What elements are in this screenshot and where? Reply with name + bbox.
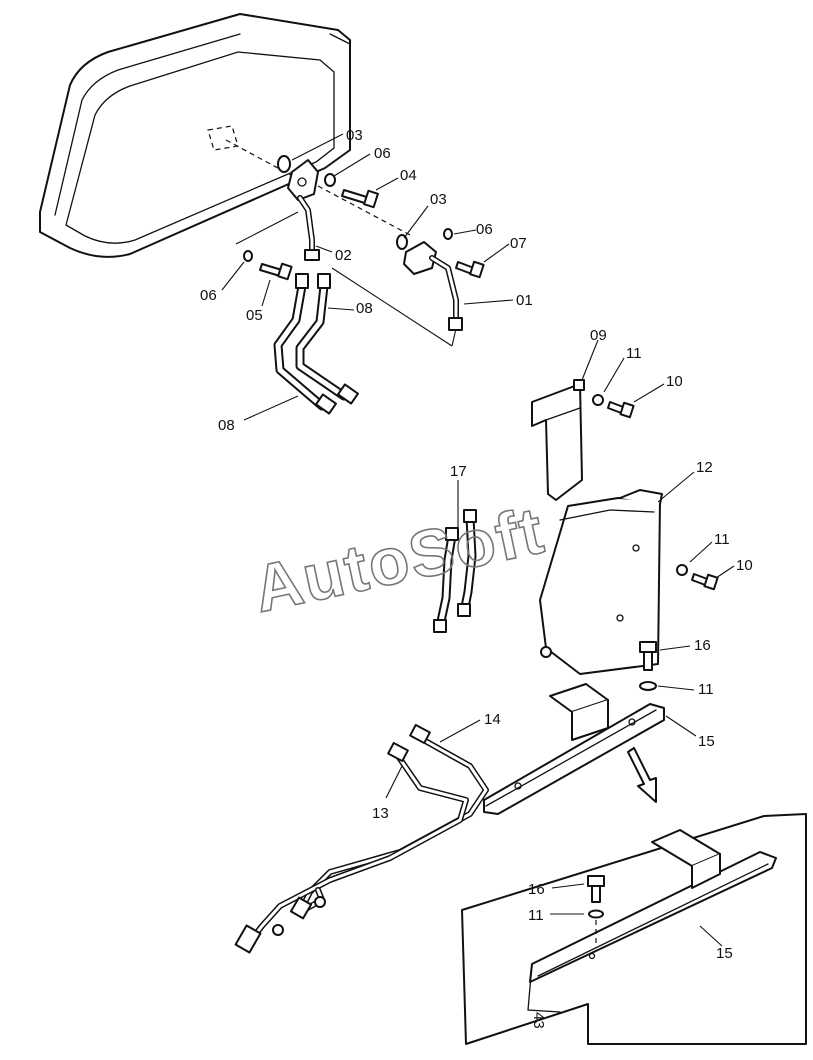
- callout-15-detail: 15: [716, 945, 733, 962]
- callout-16-upper: 16: [694, 637, 711, 654]
- hydraulic-tank: [39, 13, 351, 258]
- callout-11-mid: 11: [714, 531, 730, 548]
- detail-view: [461, 813, 807, 1045]
- o-ring-03-lower: [396, 234, 408, 250]
- callout-06-upper: 06: [374, 145, 391, 162]
- callout-09: 09: [590, 327, 607, 344]
- callout-02: 02: [335, 247, 352, 264]
- upper-fittings: [225, 139, 485, 347]
- callout-10-upper: 10: [666, 373, 683, 390]
- callout-05: 05: [246, 307, 263, 324]
- callout-11-lower: 11: [698, 681, 714, 698]
- bracket-09: [531, 379, 635, 501]
- callout-04: 04: [400, 167, 417, 184]
- callout-06-left: 06: [200, 287, 217, 304]
- washer-06-mid: [443, 228, 453, 240]
- washer-11-upper: [592, 394, 604, 406]
- flange-01: [403, 241, 437, 275]
- callout-08-upper: 08: [356, 300, 373, 317]
- hoses-08: [273, 273, 359, 415]
- washer-06-upper: [324, 173, 336, 187]
- callout-03-lower: 03: [430, 191, 447, 208]
- callout-15-upper: 15: [698, 733, 715, 750]
- bracket-15-upper: [483, 683, 665, 815]
- callout-06-mid: 06: [476, 221, 493, 238]
- callout-labels: 03 06 04 03 06 07 02 01 06 05 08 08 09 1…: [200, 127, 753, 1029]
- o-ring-03-upper: [277, 155, 291, 173]
- tubes-13-14: [234, 723, 489, 954]
- leader-lines: [221, 133, 735, 947]
- washer-11-lower: [639, 681, 657, 691]
- cover-12: [539, 489, 719, 675]
- callout-11-upper: 11: [626, 345, 642, 362]
- callout-07: 07: [510, 235, 527, 252]
- washer-11-mid: [676, 564, 688, 576]
- callout-10-lower: 10: [736, 557, 753, 574]
- fitting-01: [448, 317, 463, 331]
- fitting-02: [304, 249, 320, 261]
- bolt-16-upper: [639, 641, 657, 691]
- callout-11-detail: 11: [528, 907, 544, 924]
- washer-11-detail: [588, 909, 604, 919]
- detail-view-mark: 43: [530, 1012, 547, 1029]
- hoses-17: [433, 509, 477, 633]
- callout-03-upper: 03: [346, 127, 363, 144]
- callout-01: 01: [516, 292, 533, 309]
- bolt-16-detail: [587, 875, 605, 887]
- watermark-text: AutoSoft: [247, 492, 551, 626]
- washer-06-left: [243, 250, 253, 262]
- callout-12: 12: [696, 459, 713, 476]
- callout-17: 17: [450, 463, 467, 480]
- callout-16-detail: 16: [528, 881, 545, 898]
- detail-arrow: [627, 747, 657, 803]
- callout-14: 14: [484, 711, 501, 728]
- callout-08-lower: 08: [218, 417, 235, 434]
- callout-13: 13: [372, 805, 389, 822]
- flange-02: [287, 159, 319, 201]
